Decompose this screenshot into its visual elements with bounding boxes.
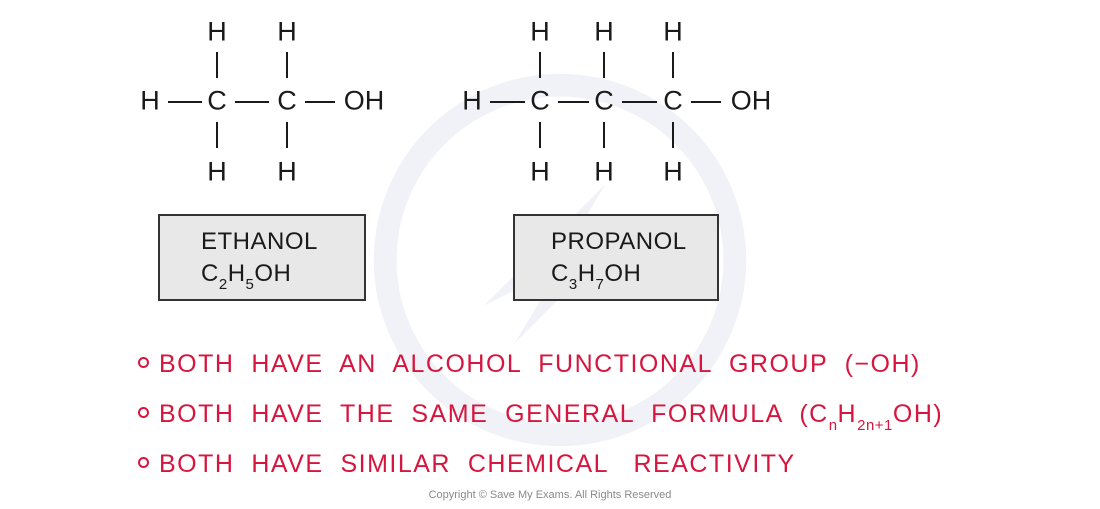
propanol-left-h: H [462, 85, 482, 116]
bullet-item: BOTH HAVE SIMILAR CHEMICAL REACTIVITY [138, 452, 796, 477]
propanol-oh: OH [730, 85, 772, 116]
ethanol-left-h: H [140, 85, 160, 116]
propanol-bottom-h-1: H [530, 156, 550, 187]
ethanol-carbon-2: C [277, 85, 297, 116]
bond [235, 101, 269, 103]
bond [286, 52, 288, 78]
bond [286, 122, 288, 148]
bond [490, 101, 525, 103]
propanol-top-h-2: H [594, 16, 614, 47]
bond [558, 101, 589, 103]
bullet-icon [138, 457, 149, 468]
propanol-top-h-1: H [530, 16, 550, 47]
ethanol-bottom-h-1: H [207, 156, 227, 187]
bullet-icon [138, 357, 149, 368]
bond [539, 122, 541, 148]
bond [603, 52, 605, 78]
ethanol-carbon-1: C [207, 85, 227, 116]
ethanol-oh: OH [343, 85, 385, 116]
bullet-item: BOTH HAVE AN ALCOHOL FUNCTIONAL GROUP (−… [138, 352, 921, 377]
ethanol-bottom-h-2: H [277, 156, 297, 187]
bond [672, 122, 674, 148]
propanol-carbon-3: C [663, 85, 683, 116]
bond [691, 101, 721, 103]
propanol-carbon-2: C [594, 85, 614, 116]
propanol-bottom-h-3: H [663, 156, 683, 187]
bond [603, 122, 605, 148]
copyright-notice: Copyright © Save My Exams. All Rights Re… [428, 489, 672, 501]
ethanol-label-box [158, 214, 366, 301]
bullet-item: BOTH HAVE THE SAME GENERAL FORMULA (CnH2… [138, 402, 943, 433]
bond [216, 52, 218, 78]
bond [622, 101, 657, 103]
ethanol-name: ETHANOL [201, 228, 318, 255]
bond [672, 52, 674, 78]
propanol-label-box [513, 214, 719, 301]
ethanol-top-h-1: H [207, 16, 227, 47]
bond [168, 101, 202, 103]
propanol-name: PROPANOL [551, 228, 687, 255]
bond [305, 101, 335, 103]
ethanol-formula: C2H5OH [201, 260, 292, 293]
bond [539, 52, 541, 78]
propanol-bottom-h-2: H [594, 156, 614, 187]
ethanol-top-h-2: H [277, 16, 297, 47]
bond [216, 122, 218, 148]
propanol-carbon-1: C [530, 85, 550, 116]
bullet-icon [138, 407, 149, 418]
propanol-formula: C3H7OH [551, 260, 642, 293]
propanol-top-h-3: H [663, 16, 683, 47]
